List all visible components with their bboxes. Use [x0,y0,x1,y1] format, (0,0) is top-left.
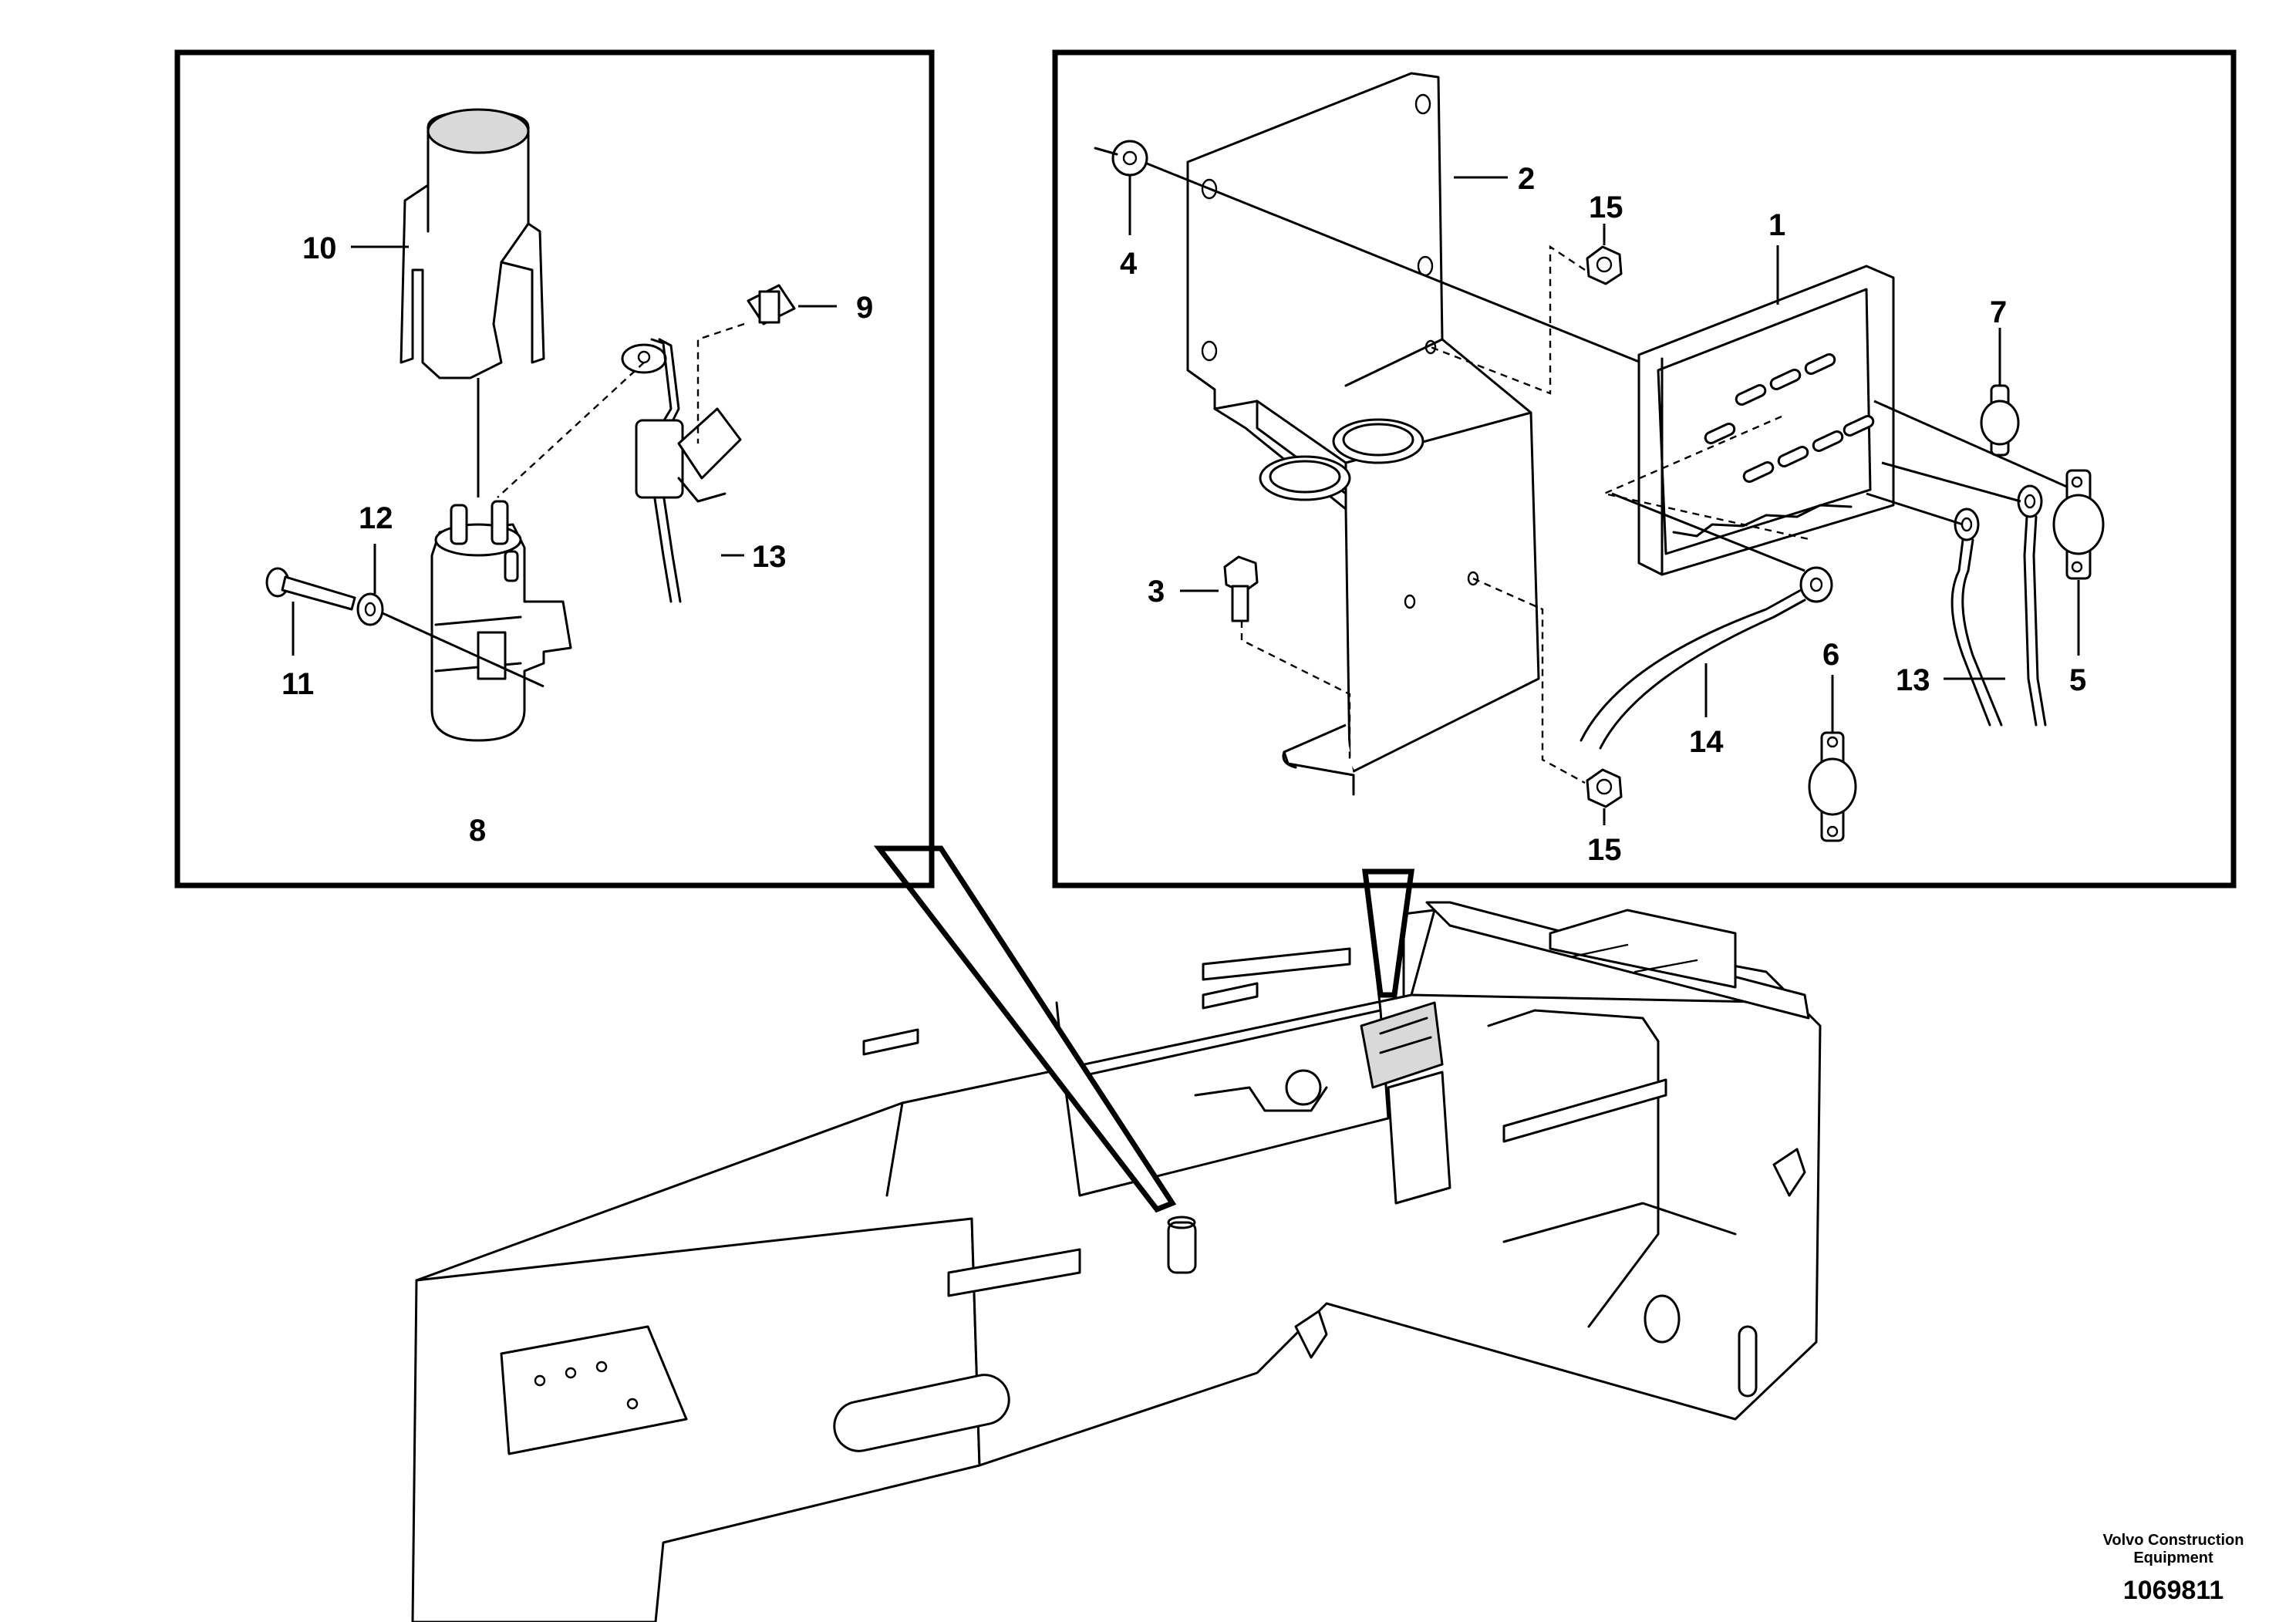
nut-part-15-top [1586,245,1623,285]
footer: Volvo Construction Equipment 1069811 [2103,1532,2244,1605]
dashed-line-3 [1240,621,1351,764]
label-15-top: 15 [1589,191,1623,224]
cable-part-13-right [1950,484,2047,727]
label-9: 9 [856,291,873,325]
label-3: 3 [1148,575,1165,609]
left-detail-frame [174,49,935,889]
bolt-part-3 [1223,555,1259,622]
label-6: 6 [1822,638,1839,672]
label-13-right: 13 [1896,663,1930,697]
leader-axis-14 [1611,492,1805,572]
cap-part-10 [400,108,545,379]
drawing-number: 1069811 [2123,1576,2224,1605]
maker-line-2: Equipment [2133,1549,2213,1566]
label-11: 11 [282,667,314,701]
right-detail-frame [1052,49,2237,889]
right-detail: 2 15 1 4 7 3 6 13 5 14 15 [1094,72,2105,867]
solenoid-part-8 [430,500,572,742]
label-8: 8 [469,814,486,848]
washer-part-4 [1094,140,1148,177]
bracket-part-2 [1186,72,1540,796]
washer-part-12 [356,592,384,626]
leader-axis-13b [1866,492,1964,526]
leader-axis-7 [1873,400,2083,495]
left-detail: 10 9 12 13 11 8 [265,108,873,848]
dashed-line-fuse [696,322,745,443]
label-4: 4 [1120,247,1138,281]
label-15-bottom: 15 [1587,833,1622,867]
machine-frame [411,901,1822,1622]
dashed-line-15-top [1430,244,1586,395]
dashed-line-relay [1601,415,1813,541]
relay-box-part-1 [1637,265,1895,576]
leader-bolt-axis [382,612,544,688]
clip-part-7 [1980,384,2020,457]
label-7: 7 [1990,295,2007,329]
label-14: 14 [1689,725,1724,759]
maker-line-1: Volvo Construction [2103,1532,2244,1549]
label-10: 10 [302,231,337,265]
fuse-part-9 [747,284,796,325]
harness-part-13 [621,338,742,603]
label-12: 12 [359,501,393,535]
clip-part-5 [2052,469,2105,580]
nut-part-15-bottom [1586,768,1623,808]
label-1: 1 [1768,208,1785,242]
dashed-line-harness-solenoid [497,362,645,498]
leader-axis-13 [1881,461,2021,503]
leader-axis-4-1 [1146,162,1651,368]
dashed-line-15-bottom [1472,577,1586,784]
bolt-part-11 [265,567,356,611]
callout-pointers [873,845,1415,1213]
label-5: 5 [2069,663,2086,697]
label-2: 2 [1518,162,1535,196]
label-13-left: 13 [752,540,787,574]
clip-part-6 [1808,731,1857,842]
cable-part-14 [1580,566,1833,750]
